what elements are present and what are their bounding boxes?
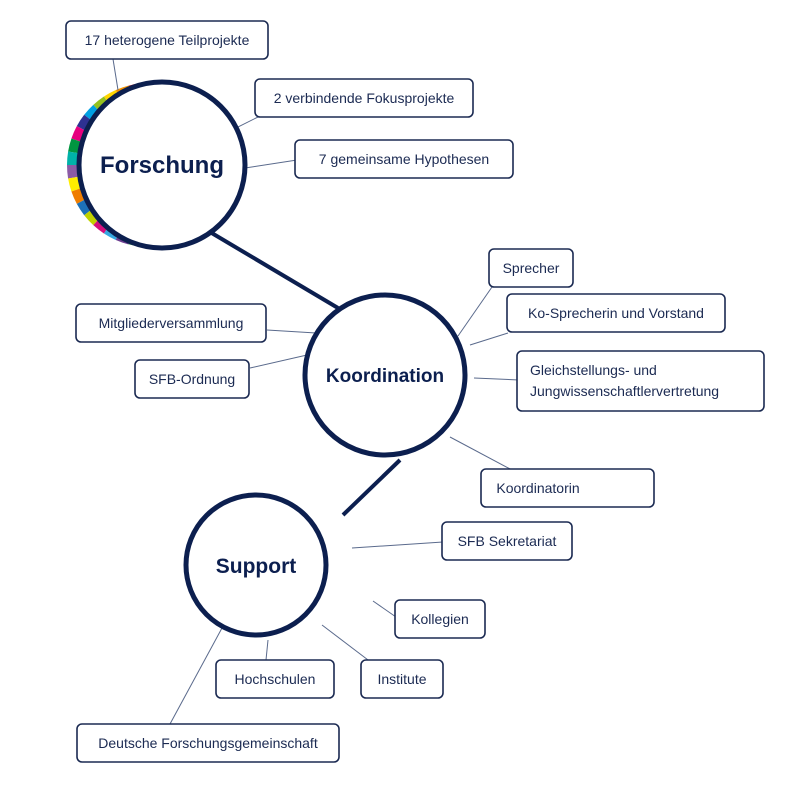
support-hub-circle	[183, 492, 329, 638]
box-sprecher: Sprecher	[488, 248, 574, 288]
forschung-hub-circle	[76, 79, 248, 251]
box-mitgliederversammlung: Mitgliederversammlung	[75, 303, 267, 343]
box-institute: Institute	[360, 659, 444, 699]
connector-teilprojekte	[112, 58, 119, 91]
box-hochschulen: Hochschulen	[215, 659, 335, 699]
connector-institute	[321, 624, 373, 664]
box-teilprojekte-label: 17 heterogene Teilprojekte	[85, 32, 250, 48]
box-hypothesen-label: 7 gemeinsame Hypothesen	[319, 151, 489, 167]
connector-dfg	[169, 627, 223, 725]
box-sprecher-label: Sprecher	[503, 260, 560, 276]
box-dfg: Deutsche Forschungsgemeinschaft	[76, 723, 340, 763]
box-dfg-label: Deutsche Forschungsgemeinschaft	[98, 735, 318, 751]
connector-hypothesen	[244, 159, 298, 169]
support-hub-label: Support	[216, 555, 296, 578]
connector-ko-sprecherin	[469, 332, 509, 346]
koordination-hub-circle	[302, 292, 468, 458]
connector-gleichstellung	[473, 377, 520, 381]
box-hypothesen: 7 gemeinsame Hypothesen	[294, 139, 514, 179]
box-gleichstellung: Gleichstellungs- und Jungwissenschaftler…	[516, 350, 765, 412]
connector-koordinatorin	[449, 436, 513, 471]
box-sfb-ordnung-label: SFB-Ordnung	[149, 371, 235, 387]
box-teilprojekte: 17 heterogene Teilprojekte	[65, 20, 269, 60]
box-ko-sprecherin: Ko-Sprecherin und Vorstand	[506, 293, 726, 333]
box-ko-sprecherin-label: Ko-Sprecherin und Vorstand	[528, 305, 704, 321]
box-koordinatorin: Koordinatorin	[480, 468, 655, 508]
connector-kollegien	[372, 600, 397, 618]
box-koordinatorin-label: Koordinatorin	[496, 480, 579, 496]
box-institute-label: Institute	[377, 671, 426, 687]
forschung-hub-label: Forschung	[100, 152, 224, 179]
box-fokusprojekte: 2 verbindende Fokusprojekte	[254, 78, 474, 118]
connector-hochschulen	[265, 639, 269, 661]
connector-sprecher	[457, 286, 493, 337]
box-gleichstellung-label-line2: Jungwissenschaftlervertretung	[530, 383, 719, 399]
box-hochschulen-label: Hochschulen	[235, 671, 316, 687]
box-mitgliederversammlung-label: Mitgliederversammlung	[99, 315, 244, 331]
box-kollegien-label: Kollegien	[411, 611, 469, 627]
box-sfb-ordnung: SFB-Ordnung	[134, 359, 250, 399]
connector-sekretariat	[351, 541, 444, 549]
koordination-hub-label: Koordination	[326, 366, 444, 387]
box-fokusprojekte-label: 2 verbindende Fokusprojekte	[274, 90, 455, 106]
connector-forschung-koordination	[208, 230, 340, 310]
box-gleichstellung-label-line1: Gleichstellungs- und	[530, 362, 657, 378]
box-sekretariat-label: SFB Sekretariat	[458, 533, 557, 549]
connector-sfb-ordnung	[249, 354, 308, 369]
box-sekretariat: SFB Sekretariat	[441, 521, 573, 561]
connector-koordination-support	[341, 458, 402, 517]
box-kollegien: Kollegien	[394, 599, 486, 639]
connector-mitgliederversammlung	[266, 329, 317, 334]
